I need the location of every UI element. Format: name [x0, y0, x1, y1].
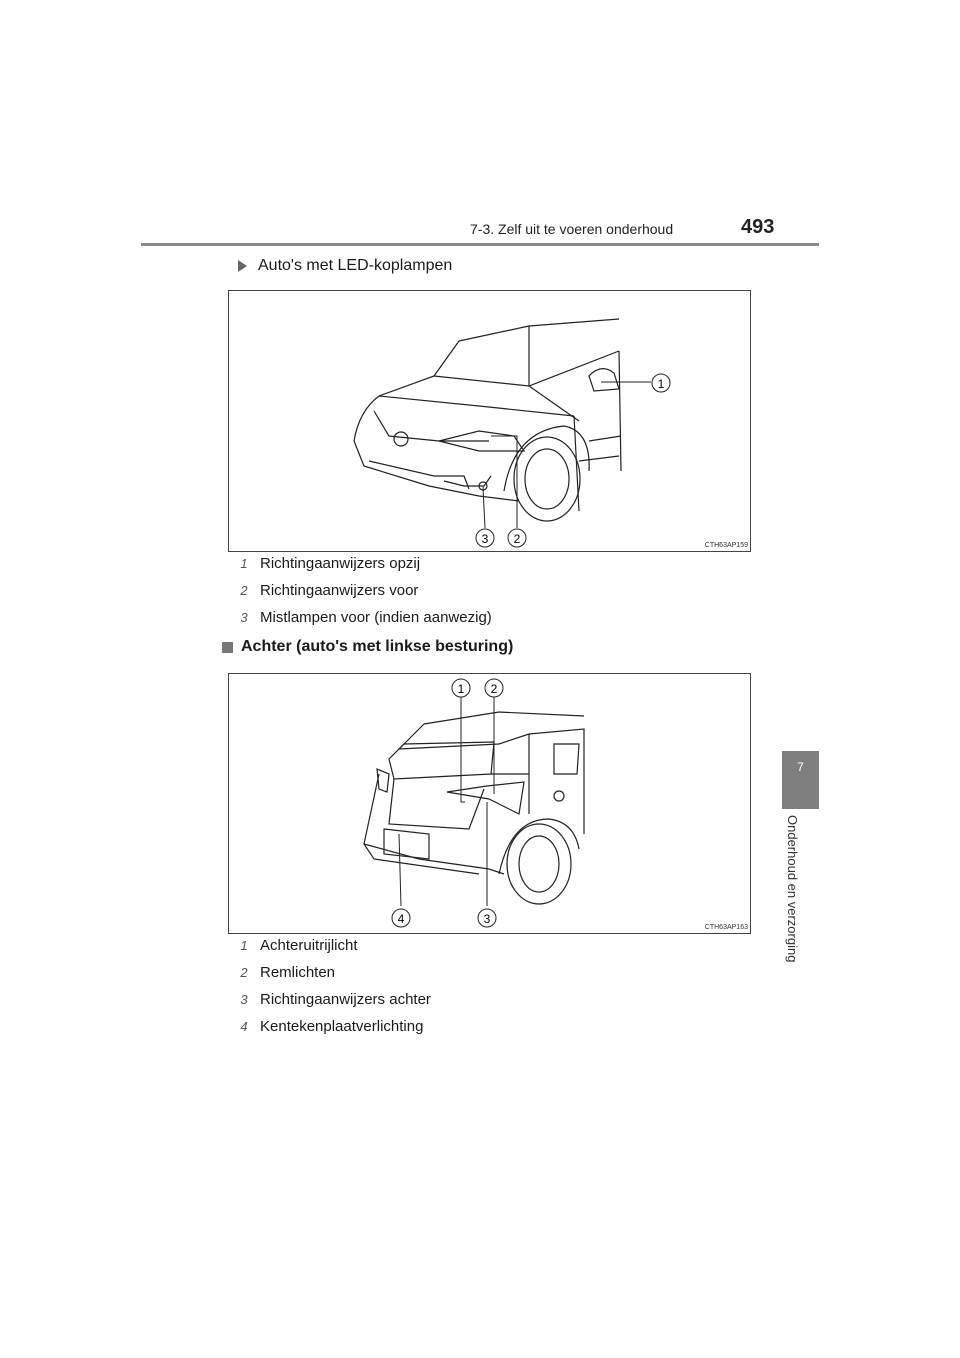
figure-code: CTH63AP163: [704, 924, 748, 931]
svg-text:1: 1: [658, 377, 665, 391]
legend-item: 1 Richtingaanwijzers opzij: [238, 555, 420, 572]
legend-text: Richtingaanwijzers opzij: [260, 555, 421, 572]
legend-item: 3 Mistlampen voor (indien aanwezig): [238, 609, 492, 626]
chapter-tab: [782, 751, 819, 809]
callout-3: 3: [477, 908, 497, 928]
page-number: 493: [741, 216, 775, 238]
subheading-text: Auto's met LED-koplampen: [258, 257, 453, 274]
figure-rear-car: 1 2 3 4 CTH63AP163: [228, 673, 751, 934]
legend-number: 1: [240, 556, 248, 571]
svg-text:1: 1: [458, 682, 465, 696]
legend-text: Mistlampen voor (indien aanwezig): [260, 609, 492, 626]
legend-number: 3: [240, 610, 248, 625]
front-car-illustration: 1 2 3: [353, 318, 671, 548]
legend-item: 4 Kentekenplaatverlichting: [238, 1018, 423, 1035]
section-heading-text: Achter (auto's met linkse besturing): [241, 638, 514, 655]
svg-text:2: 2: [491, 682, 498, 696]
legend-text: Achteruitrijlicht: [260, 937, 358, 954]
svg-text:3: 3: [484, 912, 491, 926]
legend-item: 2 Remlichten: [238, 964, 335, 981]
legend-text: Remlichten: [260, 964, 336, 981]
section-heading: Achter (auto's met linkse besturing): [222, 638, 513, 656]
callout-3: 3: [475, 528, 495, 548]
callout-4: 4: [391, 908, 411, 928]
callout-2: 2: [484, 678, 504, 698]
svg-text:3: 3: [482, 532, 489, 546]
svg-text:2: 2: [514, 532, 521, 546]
callout-2: 2: [507, 528, 527, 548]
legend-item: 3 Richtingaanwijzers achter: [238, 991, 431, 1008]
callout-1: 1: [451, 678, 471, 698]
square-bullet-icon: [222, 641, 233, 653]
legend-number: 2: [240, 965, 248, 980]
rear-car-illustration: 1 2 3 4: [363, 678, 585, 928]
header-divider: [141, 243, 819, 246]
chapter-tab-number: 7: [797, 760, 804, 774]
chapter-tab-title: Onderhoud en verzorging: [785, 815, 800, 963]
running-header-section: 7-3. Zelf uit te voeren onderhoud: [470, 221, 674, 237]
callout-1: 1: [651, 373, 671, 393]
triangle-bullet-icon: [238, 260, 247, 272]
figure-front-car: 1 2 3 CTH63AP159: [228, 290, 751, 552]
svg-text:4: 4: [398, 912, 405, 926]
legend-text: Richtingaanwijzers voor: [260, 582, 419, 599]
figure-code: CTH63AP159: [704, 542, 748, 549]
legend-number: 4: [240, 1019, 248, 1034]
legend-number: 3: [240, 992, 248, 1007]
legend-item: 2 Richtingaanwijzers voor: [238, 582, 418, 599]
legend-text: Richtingaanwijzers achter: [260, 991, 431, 1008]
subheading: Auto's met LED-koplampen: [238, 257, 452, 275]
legend-item: 1 Achteruitrijlicht: [238, 937, 358, 954]
legend-number: 1: [240, 938, 248, 953]
legend-number: 2: [240, 583, 248, 598]
legend-text: Kentekenplaatverlichting: [260, 1018, 424, 1035]
